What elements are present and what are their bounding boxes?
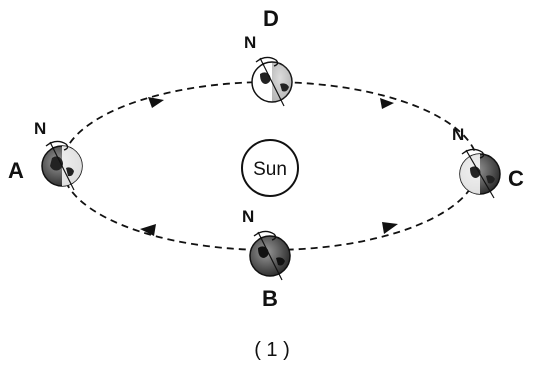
earth-a: N A: [8, 119, 83, 191]
rotation-axis: [259, 57, 285, 107]
sun-label: Sun: [253, 159, 287, 180]
position-label-c: C: [508, 166, 524, 191]
sun: Sun: [241, 139, 299, 197]
position-label-b: B: [262, 286, 278, 311]
earth-b: N B: [242, 207, 291, 311]
rotation-axis: [257, 231, 283, 281]
orbit-arrow-dc: [380, 98, 394, 109]
earth-d: N D: [244, 6, 293, 107]
north-label: N: [244, 33, 256, 52]
orbit-arrow-ad: [148, 97, 164, 108]
north-label: N: [34, 119, 46, 138]
rotation-arrow-icon: [461, 148, 485, 159]
position-label-d: D: [263, 6, 279, 31]
orbit-arrow-ba: [140, 224, 156, 236]
rotation-arrow-icon: [255, 56, 279, 67]
rotation-axis: [49, 141, 75, 191]
position-label-a: A: [8, 158, 24, 183]
figure-caption: ( 1 ): [254, 339, 290, 361]
earth-c: N C: [452, 125, 524, 199]
orbit-arrow-cb: [382, 222, 398, 234]
rotation-arrow-icon: [45, 140, 69, 151]
rotation-arrow-icon: [253, 230, 277, 241]
north-label: N: [242, 207, 254, 226]
north-label: N: [452, 125, 464, 144]
rotation-axis: [465, 149, 495, 199]
